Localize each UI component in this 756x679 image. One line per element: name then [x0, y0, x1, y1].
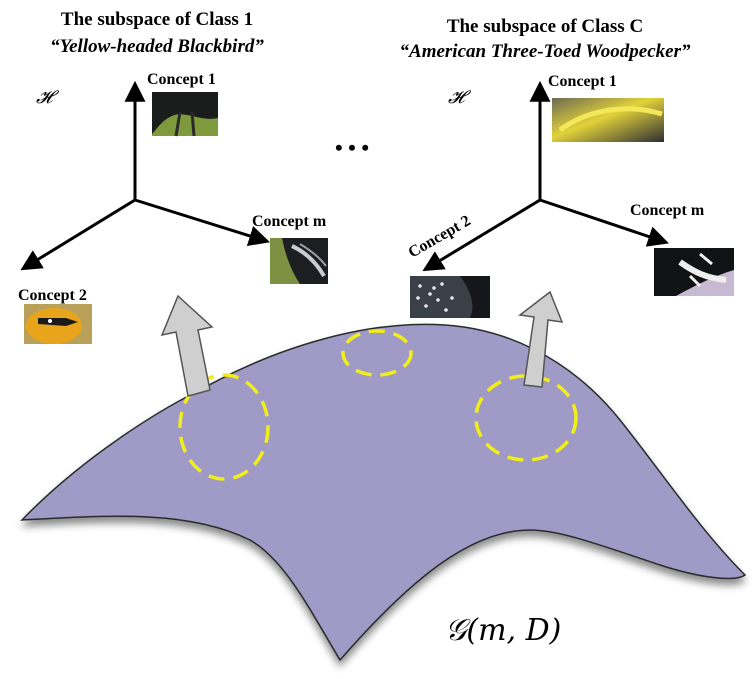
manifold-region-right: [474, 374, 578, 462]
manifold-region-top: [341, 329, 413, 377]
label-class1-conceptm: Concept m: [252, 213, 327, 230]
thumbnail-class1-concept2: [24, 304, 92, 344]
axis-right-left: [134, 198, 271, 247]
thumbnail-classc-concept1: [552, 98, 664, 142]
title-class-1: The subspace of Class 1: [61, 9, 253, 30]
manifold-region-left: [178, 373, 270, 481]
label-classc-concept1: Concept 1: [548, 73, 617, 90]
manifold-surface: [20, 323, 747, 662]
label-classc-concept2: Concept 2: [406, 212, 474, 261]
thumbnail-classc-conceptm: [654, 248, 734, 296]
thumbnail-class1-concept1: [152, 92, 218, 137]
lift-arrow-left: [160, 294, 214, 397]
hilbert-space-symbol-right: 𝓗: [448, 87, 472, 108]
label-class1-concept1: Concept 1: [147, 71, 216, 88]
thumbnail-classc-concept2: [410, 276, 490, 318]
ellipsis-more-classes: • • •: [335, 135, 369, 160]
axes-class-c: [422, 80, 669, 272]
subtitle-class-1: “Yellow-headed Blackbird”: [50, 36, 264, 57]
axis-left-left: [20, 198, 136, 271]
axis-left-right: [422, 198, 541, 272]
axes-class-1: [20, 80, 271, 271]
label-class1-concept2: Concept 2: [18, 287, 87, 304]
subtitle-class-c: “American Three-Toed Woodpecker”: [400, 41, 691, 62]
manifold-label: 𝒢(m, D): [445, 613, 561, 648]
hilbert-space-symbol-left: 𝓗: [36, 87, 60, 108]
lift-arrow-right: [518, 290, 564, 388]
thumbnail-class1-conceptm: [270, 238, 328, 284]
title-class-c: The subspace of Class C: [447, 16, 643, 37]
axis-right-right: [539, 198, 669, 247]
label-classc-conceptm: Concept m: [630, 202, 705, 219]
